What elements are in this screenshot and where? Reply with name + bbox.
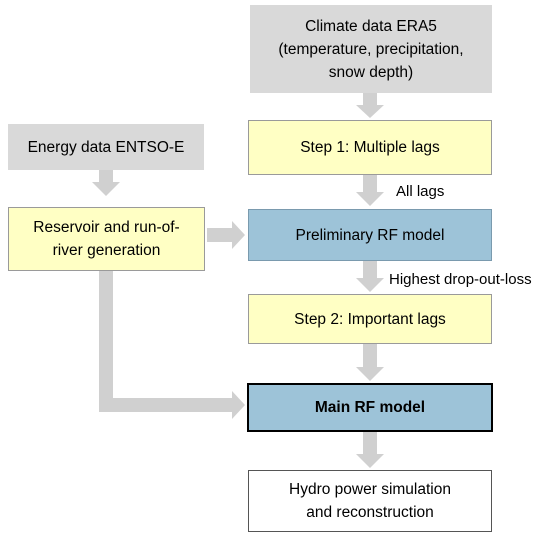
node-preliminary-label: Preliminary RF model [295,226,445,244]
node-energy-label: Energy data ENTSO-E [27,138,185,156]
arrow-preliminary-to-step2 [356,261,384,292]
arrow-climate-to-step1 [356,93,384,118]
arrow-energy-to-step-reservoir [92,170,120,196]
node-main-label: Main RF model [314,399,426,416]
edge-label-highest-loss: Highest drop-out-loss [389,271,532,288]
node-climate-data: Climate data ERA5 (temperature, precipit… [250,5,492,93]
edge-label-all-lags: All lags [396,183,445,200]
node-hydro-output: Hydro power simulation and reconstructio… [248,470,492,532]
node-hydro-label: Hydro power simulation and reconstructio… [289,481,451,521]
node-reservoir-label: Reservoir and run-of-river generation [33,219,180,259]
arrow-step1-to-preliminary [356,175,384,206]
node-step2: Step 2: Important lags [248,294,492,344]
node-reservoir: Reservoir and run-of-river generation [8,207,205,271]
arrow-reservoir-to-main [99,271,245,419]
node-step1: Step 1: Multiple lags [248,120,492,175]
node-climate-label: Climate data ERA5 (temperature, precipit… [278,17,464,81]
node-preliminary-rf: Preliminary RF model [248,209,492,261]
arrow-reservoir-to-preliminary [207,221,245,249]
node-step2-label: Step 2: Important lags [294,310,446,328]
arrow-step2-to-main [356,344,384,381]
node-energy-data: Energy data ENTSO-E [8,124,204,170]
arrow-main-to-hydro [356,432,384,468]
node-main-rf: Main RF model [247,383,493,432]
node-step1-label: Step 1: Multiple lags [300,139,440,156]
